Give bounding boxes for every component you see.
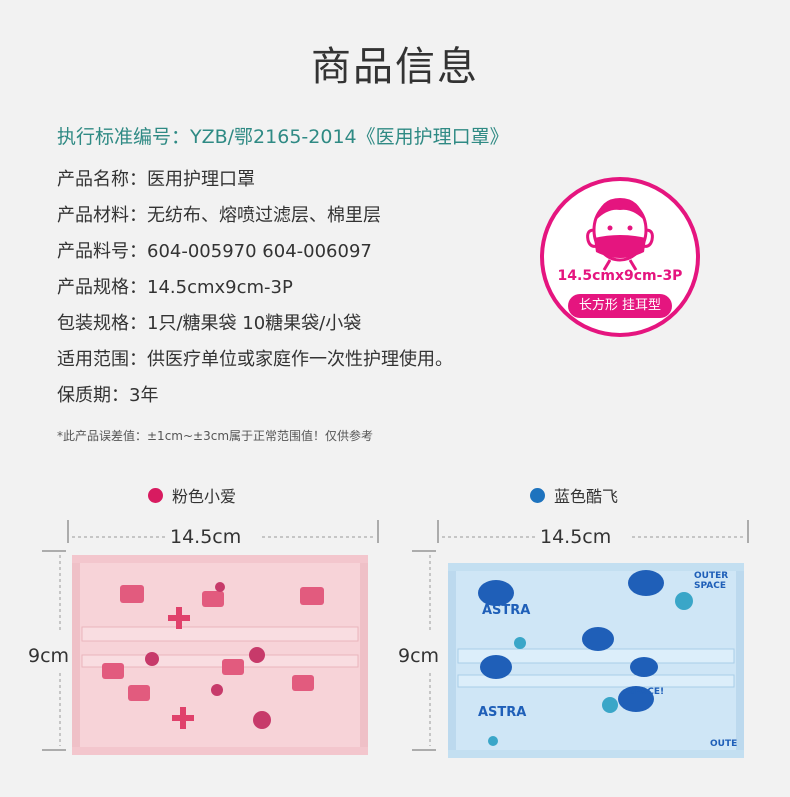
page-title: 商品信息 [311, 44, 479, 90]
spec-packaging: 包装规格：1只/糖果袋 10糖果袋/小袋 [57, 313, 362, 334]
variant-blue: 蓝色酷飞 [530, 483, 618, 507]
badge-type-label: 长方形 挂耳型 [568, 294, 672, 318]
pink-mask-image [72, 555, 368, 759]
spec-size: 产品规格：14.5cmx9cm-3P [57, 277, 293, 298]
pink-height-label: 9cm [28, 645, 70, 667]
blue-width-label: 14.5cm [540, 526, 612, 548]
blue-mask-print-text-4: OUTER SPACE [694, 571, 729, 591]
spec-material: 产品材料：无纺布、熔喷过滤层、棉里层 [57, 205, 381, 226]
blue-height-label: 9cm [398, 645, 440, 667]
variant-pink-label: 粉色小爱 [172, 487, 237, 506]
variant-pink: 粉色小爱 [148, 483, 236, 507]
blue-mask-print-text-2: ASTRA [478, 705, 527, 720]
blue-mask-print-text-1: ASTRA [482, 603, 531, 618]
blue-mask-print-text-3: SPACE! [628, 687, 665, 697]
dimension-lines [42, 520, 749, 751]
tolerance-note: *此产品误差值：±1cm~±3cm属于正常范围值！仅供参考 [57, 429, 374, 443]
blue-mask-print-text-5: OUTE [710, 739, 738, 749]
size-badge: 14.5cmx9cm-3P 长方形 挂耳型 [540, 160, 700, 355]
spec-list: 产品名称：医用护理口罩 产品材料：无纺布、熔喷过滤层、棉里层 产品料号：604-… [57, 168, 453, 420]
spec-usage: 适用范围：供医疗单位或家庭作一次性护理使用。 [57, 349, 453, 370]
pink-width-label: 14.5cm [170, 526, 242, 548]
blue-mask-image: ASTRA ASTRA SPACE! OUTER SPACE OUTE [448, 563, 744, 762]
badge-size-text: 14.5cmx9cm-3P [557, 268, 683, 284]
spec-item-number: 产品料号：604-005970 604-006097 [57, 241, 372, 262]
mask-face-icon [540, 177, 700, 337]
pink-dot-icon [148, 487, 163, 503]
standard-number: 执行标准编号：YZB/鄂2165-2014《医用护理口罩》 [57, 126, 509, 148]
variant-blue-label: 蓝色酷飞 [554, 487, 619, 506]
blue-dot-icon [530, 487, 545, 503]
spec-shelf-life: 保质期：3年 [57, 385, 159, 406]
spec-product-name: 产品名称：医用护理口罩 [57, 169, 255, 190]
